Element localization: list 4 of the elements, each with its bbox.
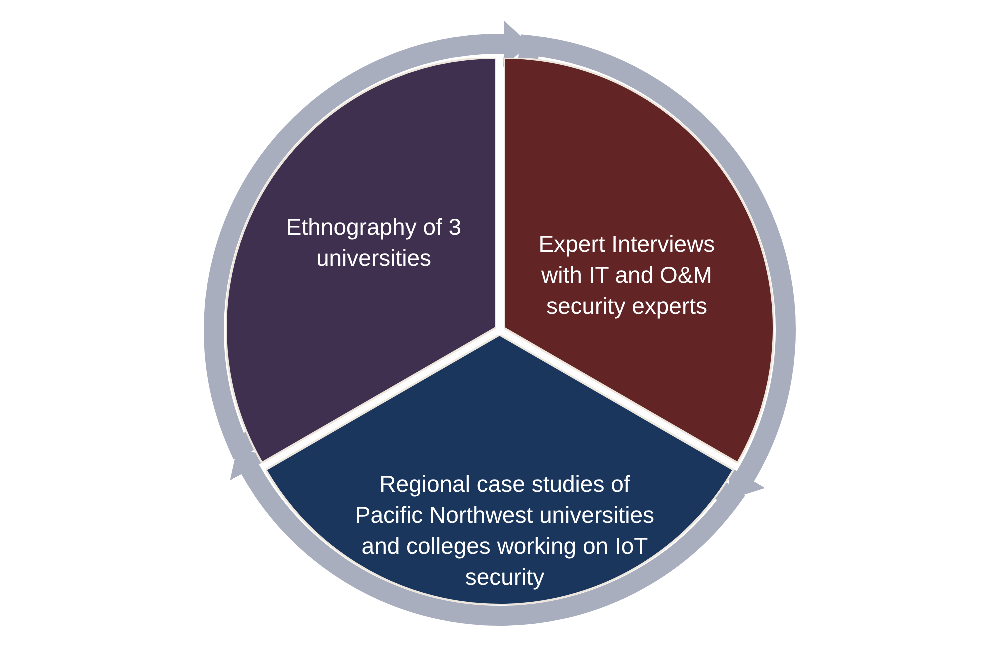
- sector-label: Ethnography of 3 universities: [285, 213, 463, 273]
- sector-label: Expert Interviews with IT and O&M security experts: [538, 230, 716, 321]
- pie-sector: [504, 58, 774, 462]
- pie-sector: [226, 58, 496, 462]
